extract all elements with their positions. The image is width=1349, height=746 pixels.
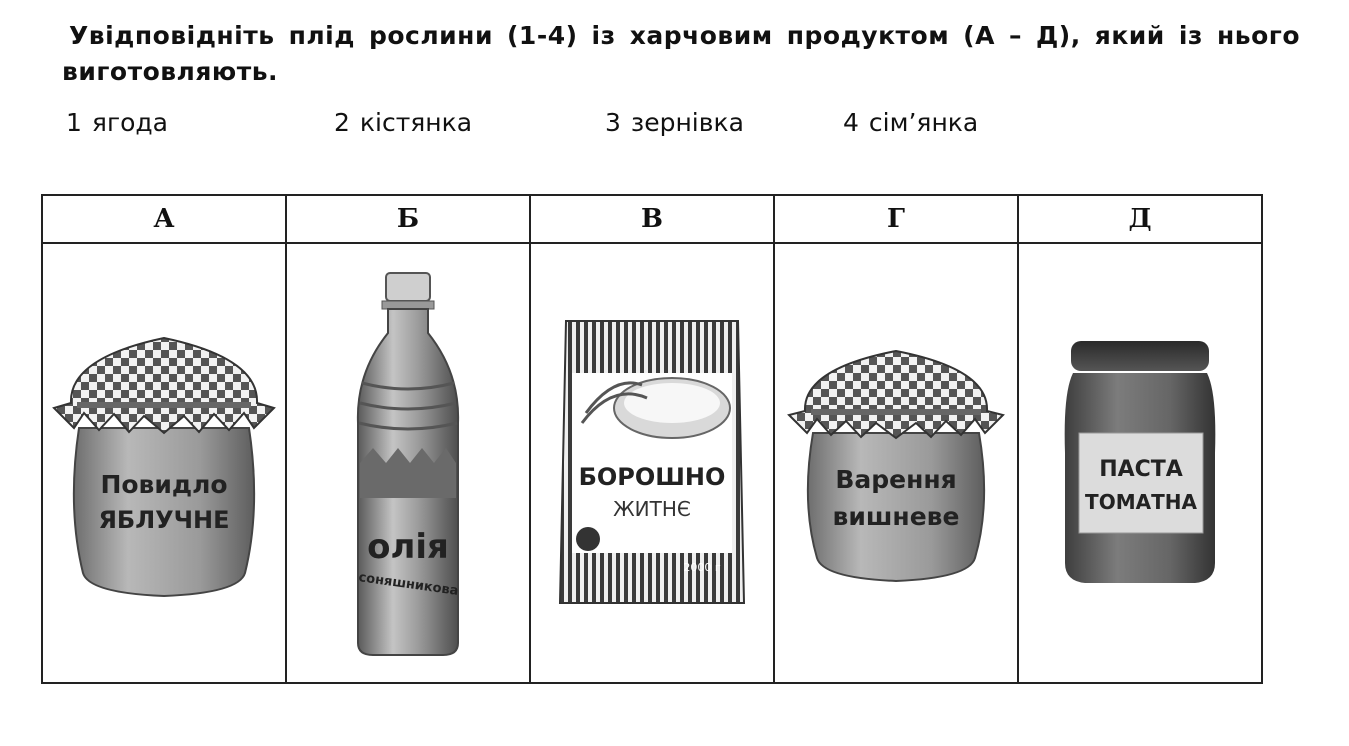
paste-jar-icon: ПАСТА ТОМАТНА xyxy=(1064,341,1216,583)
fruit-number: 4 xyxy=(843,108,859,137)
header-b: Б xyxy=(285,194,531,244)
product-weight: 2000 г xyxy=(683,561,720,574)
flour-bag-icon: БОРОШНО ЖИТНЄ 2000 г xyxy=(558,320,746,604)
product-label-line1: Варення xyxy=(835,465,956,494)
fruit-option-1: 1 ягода xyxy=(66,108,168,137)
product-label-line1: олія xyxy=(367,527,449,567)
fruit-name: зернівка xyxy=(630,108,744,137)
product-cell-d: ПАСТА ТОМАТНА xyxy=(1017,242,1263,684)
oil-bottle-icon: олія соняшникова xyxy=(356,272,459,656)
header-d: Д xyxy=(1017,194,1263,244)
fruit-name: сім’янка xyxy=(868,108,979,137)
jam-jar-icon: Повидло ЯБЛУЧНЕ xyxy=(52,336,276,598)
product-cell-b: олія соняшникова xyxy=(285,242,531,684)
fruit-number: 2 xyxy=(334,108,350,137)
product-cell-g: Варення вишневе xyxy=(773,242,1019,684)
products-table: А Б В Г Д xyxy=(41,194,1263,684)
fruit-number: 3 xyxy=(605,108,621,137)
product-label-line1: ПАСТА xyxy=(1099,457,1183,482)
fruit-option-2: 2 кістянка xyxy=(334,108,472,137)
fruit-option-4: 4 сім’янка xyxy=(843,108,978,137)
product-cell-v: БОРОШНО ЖИТНЄ 2000 г xyxy=(529,242,775,684)
fruit-number: 1 xyxy=(66,108,82,137)
product-label-line2: ЖИТНЄ xyxy=(613,497,691,521)
header-v: В xyxy=(529,194,775,244)
product-label-line1: БОРОШНО xyxy=(579,463,726,491)
product-label-line1: Повидло xyxy=(100,470,227,499)
fruit-options: 1 ягода 2 кістянка 3 зернівка 4 сім’янка xyxy=(0,108,1349,148)
fruit-option-3: 3 зернівка xyxy=(605,108,744,137)
product-label-line2: ТОМАТНА xyxy=(1085,490,1197,514)
product-cell-a: Повидло ЯБЛУЧНЕ xyxy=(41,242,287,684)
product-label-line2: ЯБЛУЧНЕ xyxy=(98,506,229,534)
question-statement: Увідповідніть плід рослини (1-4) із харч… xyxy=(62,21,1300,86)
header-a: А xyxy=(41,194,287,244)
jam-jar-icon: Варення вишневе xyxy=(787,349,1005,583)
products-image-row: Повидло ЯБЛУЧНЕ ол xyxy=(41,242,1263,684)
products-header-row: А Б В Г Д xyxy=(41,194,1263,244)
fruit-name: кістянка xyxy=(359,108,473,137)
question-text: Увідповідніть плід рослини (1-4) із харч… xyxy=(62,18,1300,90)
product-label-line2: вишневе xyxy=(833,502,960,531)
header-g: Г xyxy=(773,194,1019,244)
fruit-name: ягода xyxy=(91,108,168,137)
